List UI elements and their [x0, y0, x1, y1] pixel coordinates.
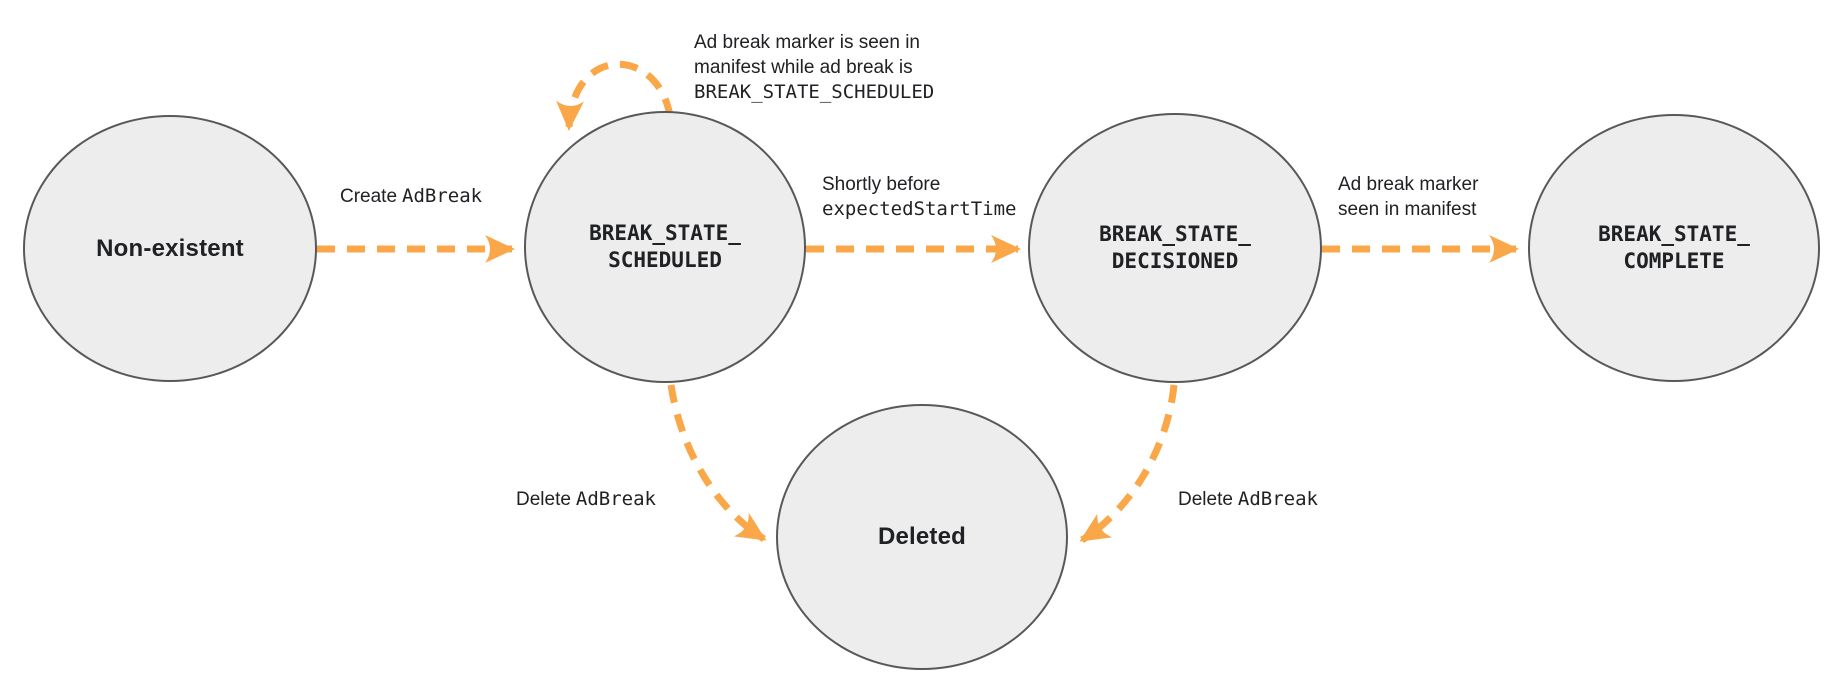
label-shortly-before-start: Shortly before expectedStartTime	[822, 174, 1017, 220]
label-self-loop-scheduled: Ad break marker is seen in manifest whil…	[694, 32, 935, 103]
edge-delete-from-decisioned	[1079, 384, 1178, 543]
state-node-break-state-scheduled: BREAK_STATE_ SCHEDULED	[524, 111, 806, 383]
state-node-deleted: Deleted	[776, 404, 1068, 670]
state-label: Deleted	[877, 523, 967, 550]
state-label: Non-existent	[96, 234, 244, 262]
state-node-break-state-decisioned: BREAK_STATE_ DECISIONED	[1028, 113, 1322, 383]
state-node-break-state-complete: BREAK_STATE_ COMPLETE	[1528, 114, 1820, 382]
edge-delete-from-scheduled	[667, 384, 767, 542]
state-node-non-existent: Non-existent	[23, 115, 317, 382]
state-label: BREAK_STATE_ DECISIONED	[1099, 222, 1251, 273]
state-label: BREAK_STATE_ SCHEDULED	[589, 221, 741, 272]
state-label: BREAK_STATE_ COMPLETE	[1598, 222, 1750, 273]
label-marker-seen: Ad break marker seen in manifest	[1338, 174, 1479, 220]
